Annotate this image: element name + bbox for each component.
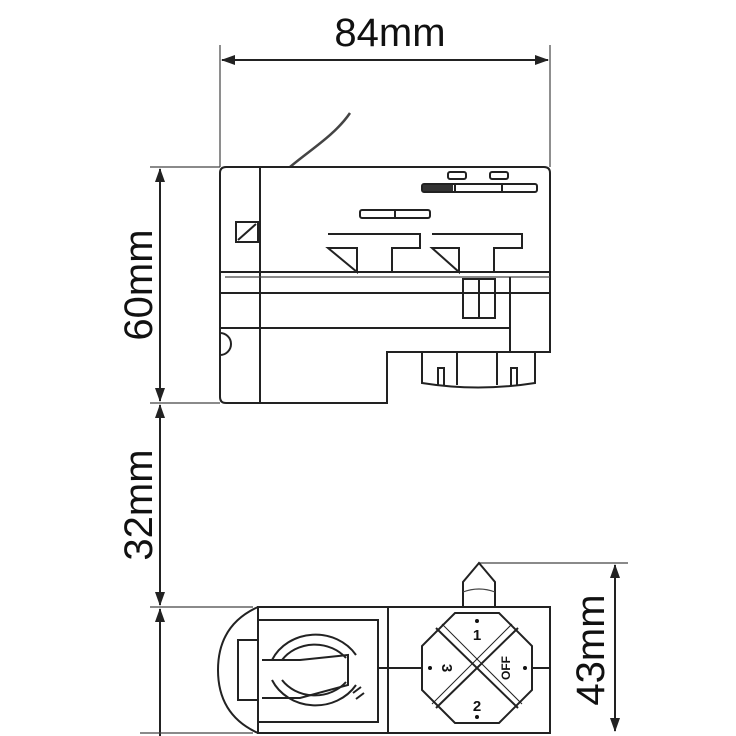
width-label: 84mm <box>334 11 445 55</box>
depth-label: 32mm <box>117 449 161 560</box>
total-height-dimension: 43mm <box>478 562 628 732</box>
height-dimension: 60mm <box>117 166 220 404</box>
height-label: 60mm <box>117 229 161 340</box>
switch-position-2: 2 <box>473 698 481 715</box>
switch-position-1: 1 <box>473 627 481 644</box>
width-dimension: 84mm <box>219 11 551 167</box>
switch-position-3: 3 <box>438 664 455 672</box>
total-height-label: 43mm <box>569 594 613 705</box>
switch-position-off: OFF <box>499 656 513 680</box>
adapter-side-view <box>219 112 551 404</box>
depth-dimension: 32mm <box>117 404 253 736</box>
adapter-bottom-view: 1 2 3 OFF <box>140 561 551 734</box>
